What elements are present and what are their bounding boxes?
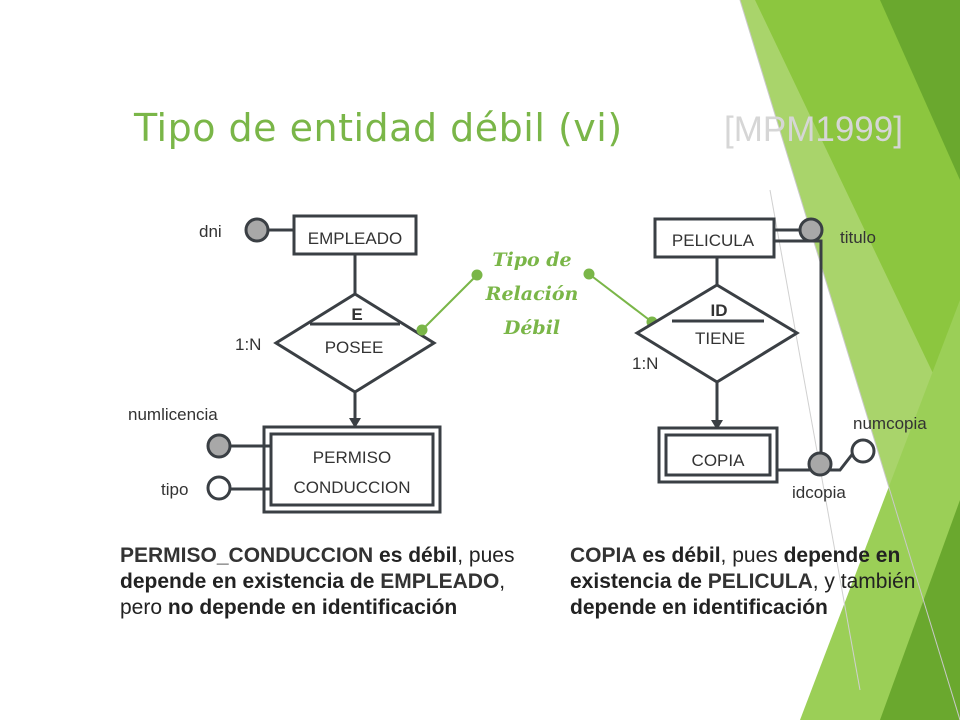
attribute-dni-label: dni [199, 222, 222, 241]
caption-left-part-4: , pues [457, 544, 515, 567]
caption-right-part-7: depende en identificación [570, 596, 828, 619]
attribute-numlicencia-label: numlicencia [128, 405, 218, 424]
entity-empleado-label: EMPLEADO [308, 229, 402, 248]
caption-left-part-6: EMPLEADO [374, 570, 500, 593]
caption-right-part-1: COPIA [570, 544, 637, 567]
weak-relation-label-line1: Tipo de [492, 249, 571, 271]
attribute-idcopia-icon [807, 451, 833, 477]
entity-empleado [292, 214, 418, 256]
caption-right-part-3: , pues [720, 544, 784, 567]
attribute-tipo-icon [206, 475, 232, 501]
attribute-titulo-icon [798, 217, 824, 243]
weak-relation-label-line2: Relación [485, 283, 579, 305]
caption-right-part-6: , y también [812, 570, 916, 593]
caption-left-part-8: no depende en identificación [167, 596, 458, 619]
dependency-id-label: ID [711, 301, 728, 320]
entity-pelicula [653, 217, 776, 259]
weak-entity-permiso-label: PERMISO [313, 448, 391, 467]
entity-pelicula-label: PELICULA [672, 231, 755, 250]
attribute-idcopia-label: idcopia [792, 483, 846, 502]
caption-right-part-4: depende en existencia de [570, 544, 901, 593]
attribute-numcopia-icon [850, 438, 876, 464]
caption-left-part-5: depende en existencia de [120, 570, 375, 593]
callout-dot-left-high [471, 269, 483, 281]
dependency-e-label: E [351, 305, 362, 324]
cardinality-left-label: 1:N [235, 335, 261, 354]
weak-entity-copia-label: COPIA [692, 451, 746, 470]
attribute-titulo-label: titulo [840, 228, 876, 247]
caption-right-part-2: es débil [636, 544, 721, 567]
callout-dot-left-low [416, 324, 428, 336]
caption-left: PERMISO_CONDUCCION es débil, pues depend… [120, 543, 520, 621]
slide-reference: [MPM1999] [724, 110, 903, 149]
caption-left-part-1: PERMISO_CONDUCCION [120, 544, 374, 567]
caption-right: COPIA es débil, pues depende en existenc… [570, 543, 945, 621]
relationship-posee-label: POSEE [325, 338, 384, 357]
attribute-tipo-label: tipo [161, 480, 188, 499]
caption-right-part-5: PELICULA [701, 570, 813, 593]
attribute-numlicencia-icon [206, 433, 232, 459]
weak-entity-conduccion-label: CONDUCCION [293, 478, 410, 497]
attribute-numcopia-label: numcopia [853, 414, 927, 433]
caption-left-part-2: es [373, 544, 409, 567]
relationship-tiene-label: TIENE [695, 329, 745, 348]
slide-title: Tipo de entidad débil (vi) [134, 106, 623, 150]
caption-left-part-7: , pero [120, 570, 506, 619]
callout-dot-right-high [583, 268, 595, 280]
caption-left-part-3: débil [408, 544, 458, 567]
weak-relation-label-line3: Débil [503, 317, 560, 339]
cardinality-right-label: 1:N [632, 354, 658, 373]
attribute-dni-icon [244, 217, 270, 243]
